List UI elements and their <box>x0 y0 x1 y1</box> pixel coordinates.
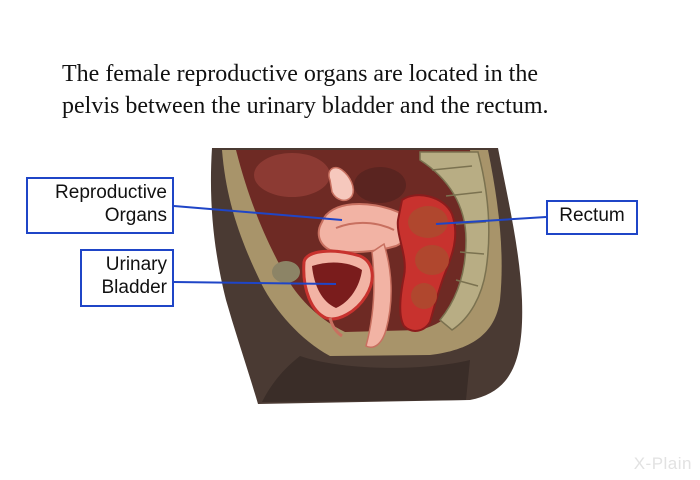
vagina <box>365 242 392 348</box>
label-line: Reproductive <box>55 182 167 203</box>
sacrum-bone <box>419 151 490 331</box>
caption-line-1: The female reproductive organs are locat… <box>62 61 539 87</box>
leader-line-reproductive <box>173 205 343 221</box>
leader-line-rectum <box>435 216 547 225</box>
caption: The female reproductive organs are locat… <box>62 58 662 122</box>
fallopian-tube <box>328 166 354 202</box>
urethra <box>328 317 343 338</box>
leader-line-bladder <box>173 281 337 285</box>
buttock <box>262 356 470 402</box>
label-line: Bladder <box>101 277 168 298</box>
intestine-loop <box>354 167 406 203</box>
intestine-loop <box>254 153 330 197</box>
label-line: Organs <box>104 205 167 226</box>
label-urinary-bladder: Urinary Bladder <box>80 249 174 307</box>
label-line: Urinary <box>105 254 167 275</box>
label-rectum: Rectum <box>546 200 638 235</box>
pubic-bone <box>272 261 300 283</box>
xplain-watermark-logo: X-Plain <box>633 454 692 473</box>
uterus <box>317 203 409 254</box>
caption-line-2: pelvis between the urinary bladder and t… <box>62 93 549 119</box>
label-reproductive-organs: Reproductive Organs <box>26 177 174 234</box>
label-line: Rectum <box>559 205 625 226</box>
